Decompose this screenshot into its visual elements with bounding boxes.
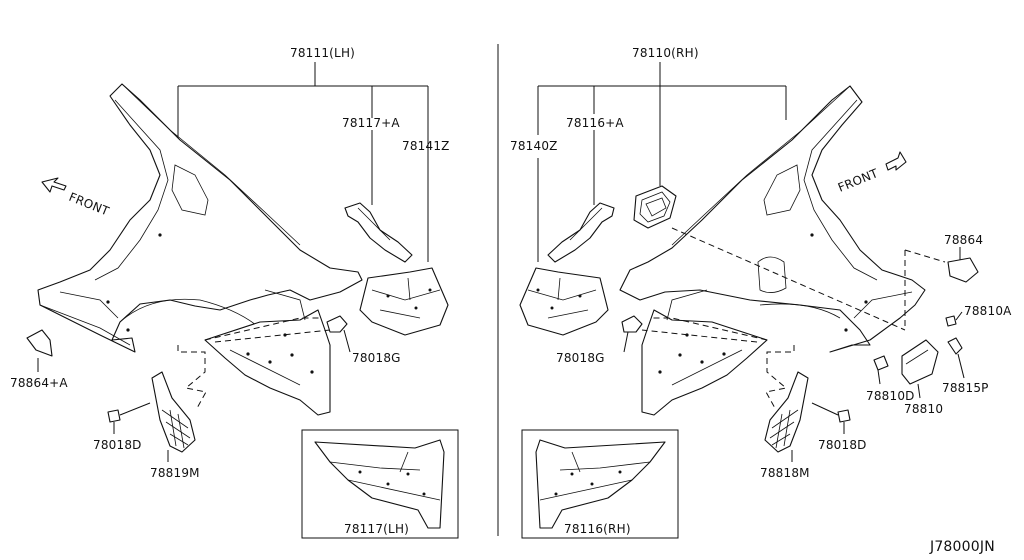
label-78018d-left: 78018D <box>93 438 142 452</box>
inset-lh-box <box>301 429 459 539</box>
label-78815p: 78815P <box>942 381 989 395</box>
rh-part-78116a <box>547 202 615 263</box>
rh-part-78140z <box>519 267 609 336</box>
label-78810d: 78810D <box>866 389 915 403</box>
label-78018g-right: 78018G <box>556 351 605 365</box>
rh-dashed-leaders <box>641 227 946 411</box>
label-front-right: FRONT <box>836 166 881 195</box>
lh-part-78141z <box>359 267 449 336</box>
diagram-id: J78000JN <box>929 539 995 555</box>
label-front-left: FRONT <box>67 190 112 219</box>
label-inset-78116-rh: 78116(RH) <box>564 522 631 536</box>
lh-part-78819m <box>151 371 196 462</box>
lh-screw-78018d <box>107 402 151 434</box>
lh-part-78117a <box>344 202 413 263</box>
rh-fuel-filler-housing <box>633 185 677 229</box>
lh-clip-78018g <box>326 315 351 353</box>
label-78110-rh: 78110(RH) <box>632 46 699 60</box>
front-arrow-left-icon <box>41 177 67 193</box>
rh-quarter-panel <box>619 85 926 353</box>
label-78818m: 78818M <box>760 466 810 480</box>
label-78864: 78864 <box>944 233 983 247</box>
label-78111-lh: 78111(LH) <box>290 46 355 60</box>
inset-rh-box <box>521 429 679 539</box>
label-78810: 78810 <box>904 402 943 416</box>
rh-part-78818m <box>764 371 809 462</box>
rh-clip-78018g <box>621 315 643 353</box>
lh-assembly-bracket <box>177 62 429 262</box>
lh-dashed-leaders <box>177 317 331 411</box>
label-78117a: 78117+A <box>342 116 400 130</box>
rh-screw-78018d <box>811 402 851 434</box>
rh-bolt-78810d <box>873 355 889 385</box>
label-78140z: 78140Z <box>510 139 558 153</box>
label-78819m: 78819M <box>150 466 200 480</box>
rh-bolt-78810a <box>945 311 963 327</box>
label-78810a: 78810A <box>964 304 1012 318</box>
label-78018g-left: 78018G <box>352 351 401 365</box>
lh-quarter-panel <box>37 83 363 353</box>
label-78864a: 78864+A <box>10 376 68 390</box>
label-78141z: 78141Z <box>402 139 450 153</box>
rh-fuel-lid-78810 <box>901 339 939 399</box>
label-78018d-right: 78018D <box>818 438 867 452</box>
lh-inner-lower-panel <box>204 289 331 416</box>
rh-inner-lower-panel <box>641 289 768 416</box>
rh-part-78864 <box>947 247 979 283</box>
rh-assembly-bracket <box>537 62 787 262</box>
front-arrow-right-icon <box>885 151 907 171</box>
label-78116a: 78116+A <box>566 116 624 130</box>
label-inset-78117-lh: 78117(LH) <box>344 522 409 536</box>
lh-part-78864a <box>26 329 53 372</box>
rh-clip-78815p <box>947 337 965 379</box>
